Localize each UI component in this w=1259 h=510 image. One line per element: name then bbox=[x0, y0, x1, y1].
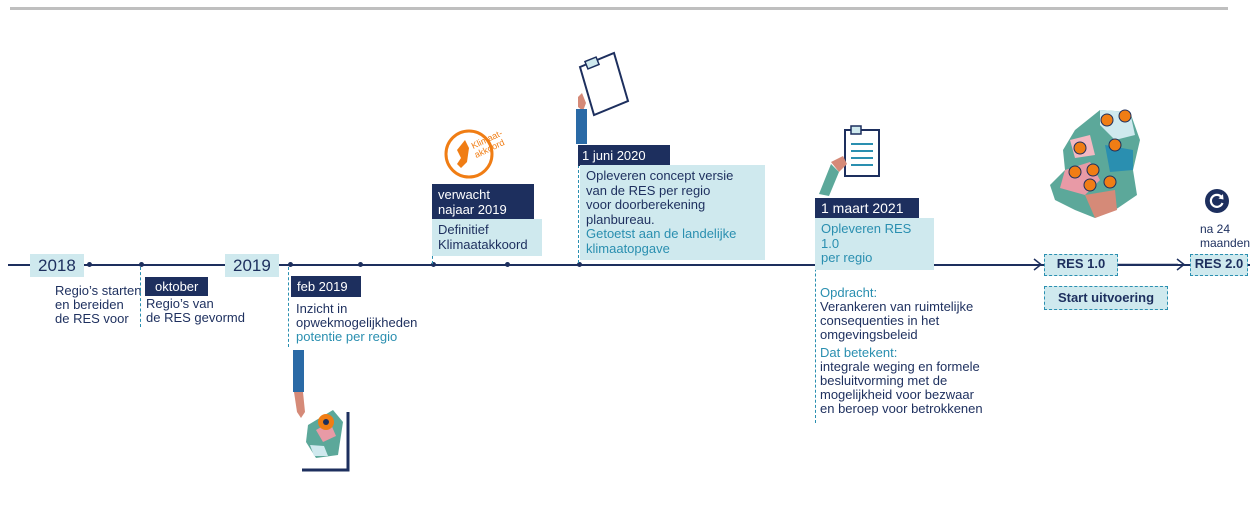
timeline-dot bbox=[139, 262, 144, 267]
map-hand-icon bbox=[293, 350, 350, 472]
feb2019-label: feb 2019 bbox=[291, 276, 361, 297]
maart2021-connector bbox=[815, 218, 816, 423]
maart2021-box: Opleveren RES 1.0 per regio bbox=[815, 218, 934, 270]
juni2020-label: 1 juni 2020 bbox=[578, 145, 670, 166]
year-2018-label: 2018 bbox=[30, 254, 84, 277]
definitief-box: Definitief Klimaatakkoord bbox=[432, 219, 542, 256]
netherlands-map-icon bbox=[1050, 109, 1140, 218]
start-uitvoering-box: Start uitvoering bbox=[1044, 286, 1168, 310]
klimaatakkoord-logo-icon: Klimaat- akkoord bbox=[444, 128, 506, 179]
betekent-block: Dat betekent: integrale weging en formel… bbox=[820, 345, 983, 416]
timeline-dot bbox=[431, 262, 436, 267]
feb2019-connector bbox=[288, 267, 289, 347]
timeline-dot bbox=[577, 262, 582, 267]
maart2021-label: 1 maart 2021 bbox=[815, 198, 919, 219]
feb2019-description: Inzicht in opwekmogelijkheden potentie p… bbox=[296, 301, 418, 344]
timeline-axis bbox=[8, 264, 1250, 266]
oktober-description: Regio’s van de RES gevormd bbox=[146, 296, 245, 325]
top-divider bbox=[10, 7, 1228, 10]
juni2020-box: Opleveren concept versie van de RES per … bbox=[580, 165, 765, 260]
clipboard-hand-icon bbox=[576, 51, 630, 144]
oktober-connector bbox=[140, 267, 141, 327]
timeline-dot bbox=[358, 262, 363, 267]
res10-box: RES 1.0 bbox=[1044, 254, 1118, 276]
year-2019-label: 2019 bbox=[225, 254, 279, 277]
timeline-dot bbox=[288, 262, 293, 267]
res20-box: RES 2.0 bbox=[1190, 254, 1248, 276]
timeline-dot bbox=[87, 262, 92, 267]
clipboard-hand-icon bbox=[819, 125, 880, 196]
juni2020-connector bbox=[578, 165, 579, 263]
year-2018-description: Regio’s starten en bereiden de RES voor bbox=[55, 283, 142, 326]
cycle-icon bbox=[1205, 189, 1229, 213]
verwacht-label: verwacht najaar 2019 bbox=[432, 184, 534, 220]
timeline-dot bbox=[505, 262, 510, 267]
opdracht-block: Opdracht: Verankeren van ruimtelijke con… bbox=[820, 285, 974, 342]
oktober-label: oktober bbox=[145, 277, 209, 296]
na24-text: na 24 maanden bbox=[1200, 222, 1251, 250]
